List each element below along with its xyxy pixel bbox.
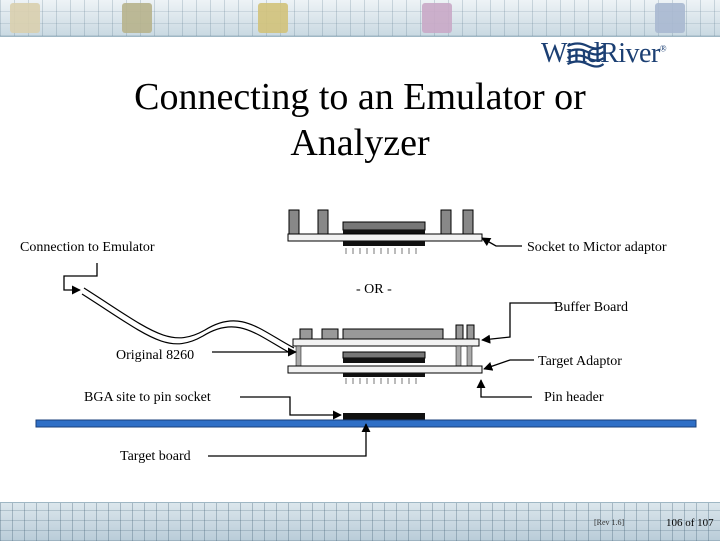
revision-label: [Rev 1.6] bbox=[594, 518, 625, 527]
windriver-logo-text: WindRiver® bbox=[541, 38, 667, 70]
label-connection-to-emulator: Connection to Emulator bbox=[20, 240, 155, 255]
slide-title: Connecting to an Emulator or Analyzer bbox=[60, 74, 660, 166]
label-socket-to-mictor: Socket to Mictor adaptor bbox=[527, 240, 667, 255]
label-buffer-board: Buffer Board bbox=[554, 300, 628, 315]
footer-grid-pattern bbox=[0, 503, 720, 541]
leader-pin-header bbox=[476, 379, 532, 398]
thumbnail-image bbox=[422, 3, 452, 33]
label-or-separator: - OR - bbox=[356, 282, 392, 297]
label-pin-header: Pin header bbox=[544, 390, 604, 405]
bga-site bbox=[343, 413, 425, 420]
leader-bga-site bbox=[240, 396, 342, 420]
logo-registered-mark: ® bbox=[659, 43, 667, 54]
footer-band bbox=[0, 502, 720, 541]
label-bga-site: BGA site to pin socket bbox=[84, 390, 211, 405]
leader-socket-to-mictor bbox=[481, 237, 522, 247]
label-original-8260: Original 8260 bbox=[116, 348, 195, 363]
slide-title-line-2: Analyzer bbox=[290, 122, 430, 164]
thumbnail-image bbox=[258, 3, 288, 33]
leader-target-adaptor bbox=[483, 359, 534, 371]
leader-buffer-board bbox=[481, 302, 556, 344]
thumbnail-image bbox=[10, 3, 40, 33]
logo-wordmark: WindRiver bbox=[541, 38, 660, 69]
header-band bbox=[0, 0, 720, 37]
slide-title-line-1: Connecting to an Emulator or bbox=[134, 76, 586, 118]
label-target-adaptor: Target Adaptor bbox=[538, 354, 622, 369]
emulator-cable bbox=[81, 287, 295, 355]
windriver-logo-mark bbox=[567, 42, 605, 68]
leader-connection-to-emulator bbox=[63, 263, 98, 295]
header-grid-pattern bbox=[0, 0, 720, 36]
page-number: 106 of 107 bbox=[666, 517, 714, 529]
thumbnail-image bbox=[122, 3, 152, 33]
leader-target-board bbox=[208, 423, 371, 457]
label-target-board: Target board bbox=[120, 449, 191, 464]
socket-assembly-top bbox=[287, 209, 483, 254]
thumbnail-image bbox=[655, 3, 685, 33]
adaptor-assembly-bottom bbox=[287, 324, 483, 384]
